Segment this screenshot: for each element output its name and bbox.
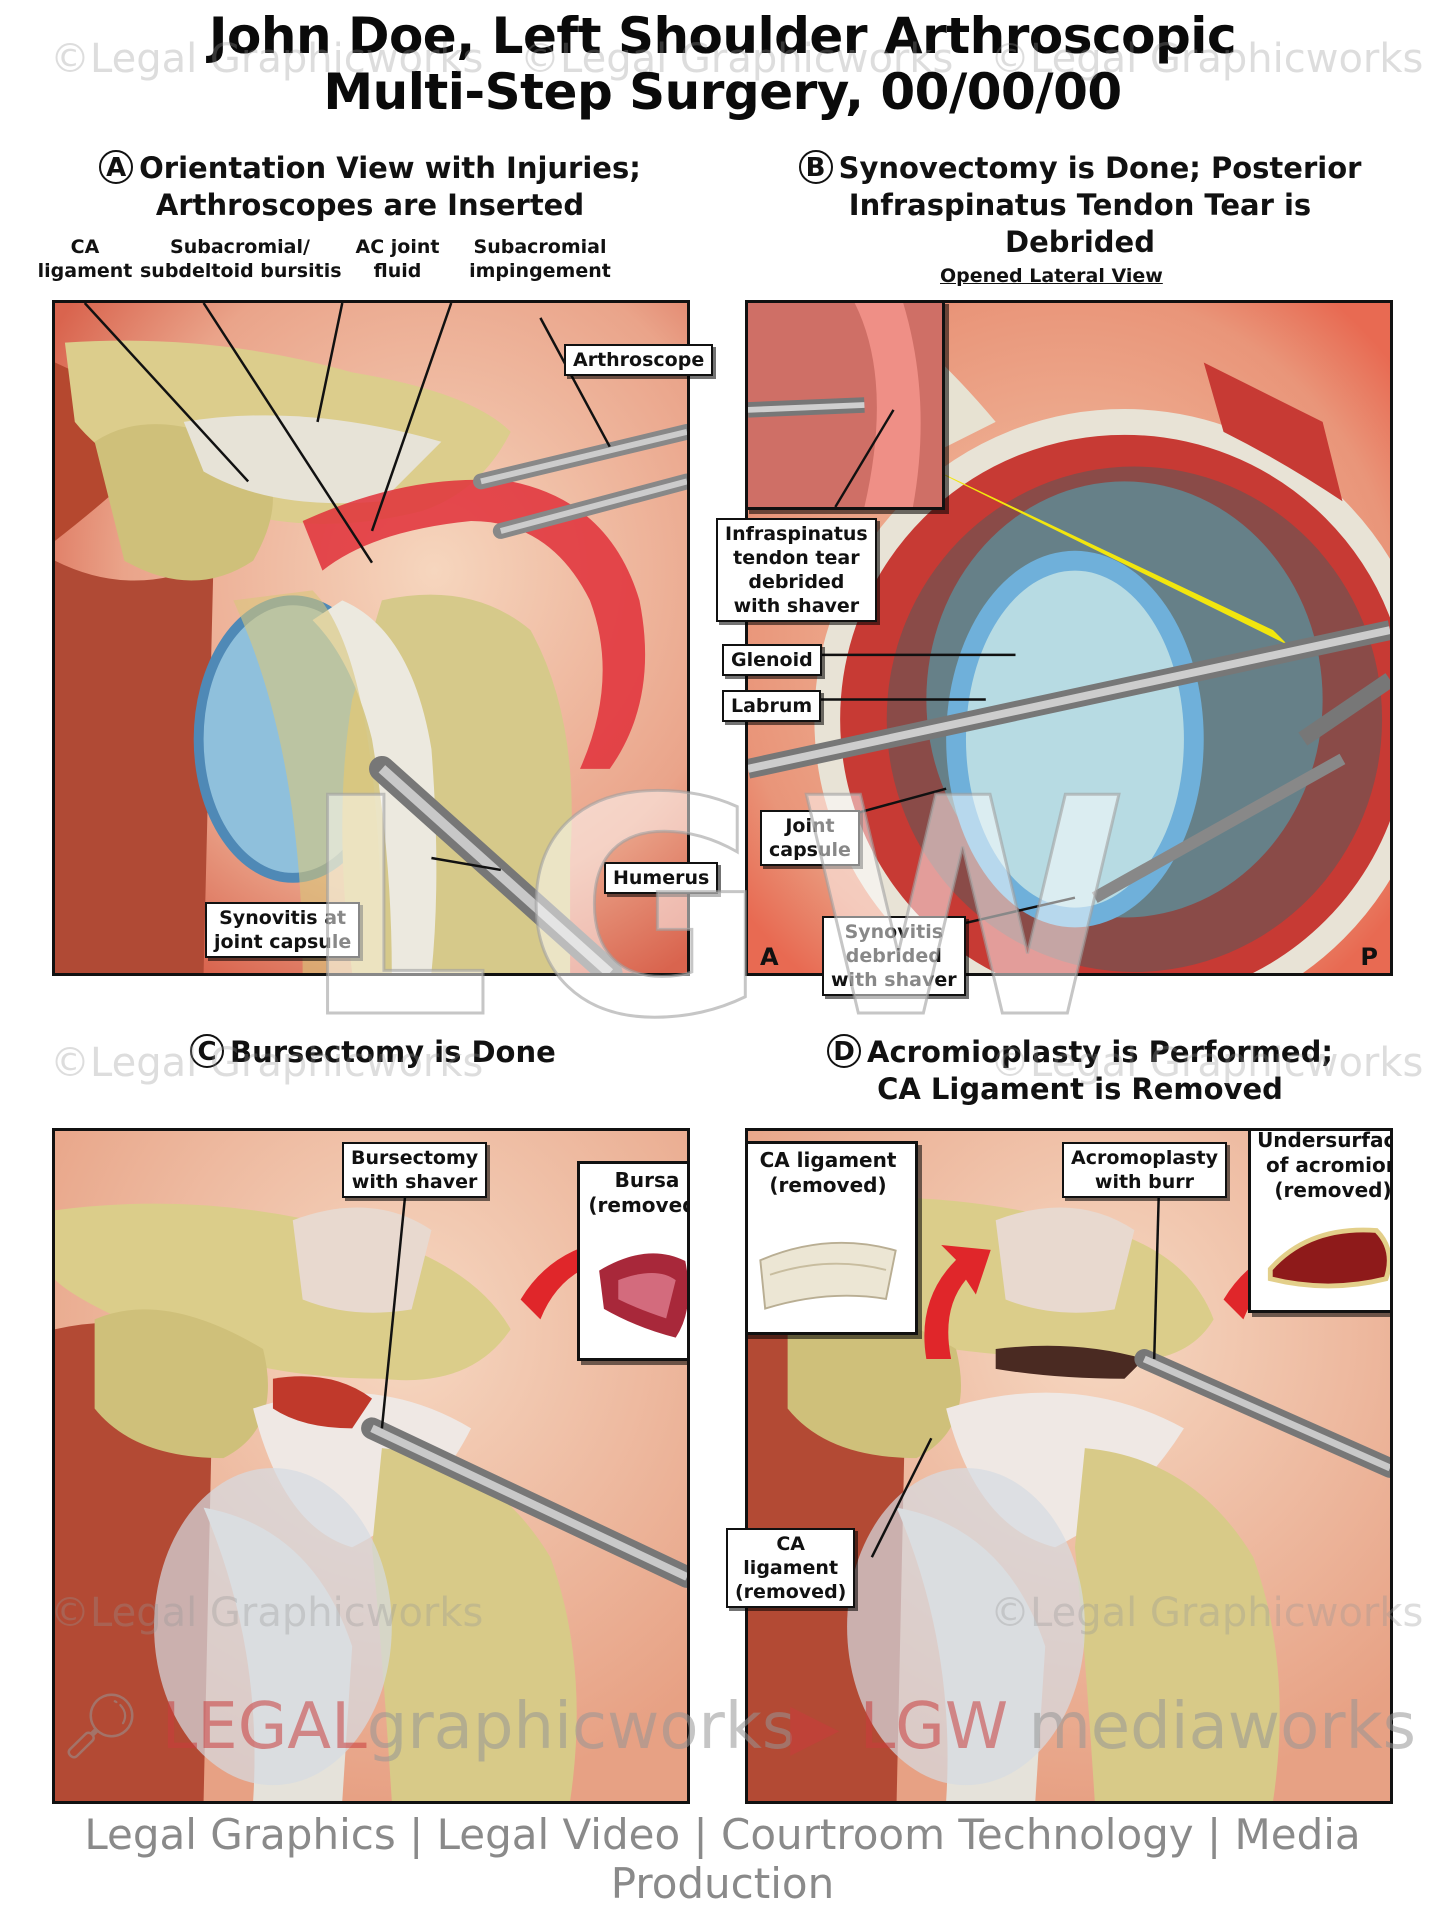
label-humerus: Humerus bbox=[604, 862, 719, 894]
infraspinatus-inset bbox=[748, 303, 945, 510]
label-opened-lateral-view: Opened Lateral View bbox=[940, 265, 1163, 287]
ca-ligament-inset: CA ligament (removed) bbox=[748, 1141, 918, 1335]
panel-b-title-line1: Synovectomy is Done; Posterior bbox=[838, 151, 1362, 185]
panel-b-letter: B bbox=[798, 150, 833, 184]
panel-c-illustration: Bursa (removed) bbox=[52, 1128, 690, 1804]
panel-b-illustration: A P bbox=[745, 300, 1393, 976]
label-joint-capsule: Joint capsule bbox=[760, 810, 860, 866]
panel-c-title-line1: Bursectomy is Done bbox=[230, 1035, 556, 1069]
play-icon: ▶ bbox=[790, 1690, 840, 1764]
panel-a-title-line1: Orientation View with Injuries; bbox=[139, 151, 641, 185]
ca-ligament-tissue-icon bbox=[759, 1241, 897, 1310]
panel-d-title-line2: CA Ligament is Removed bbox=[877, 1072, 1283, 1106]
label-arthroscope: Arthroscope bbox=[564, 344, 714, 376]
panel-d-letter: D bbox=[827, 1034, 862, 1068]
brand-legal-graphicworks: 🔎︎ LEGALgraphicworks bbox=[60, 1690, 796, 1764]
label-ca-ligament-removed-inset: CA ligament (removed) bbox=[759, 1148, 897, 1197]
page-title-line2: Multi-Step Surgery, 00/00/00 bbox=[323, 63, 1122, 121]
panel-d-title-line1: Acromioplasty is Performed; bbox=[867, 1035, 1333, 1069]
panel-b-title-line2: Infraspinatus Tendon Tear is Debrided bbox=[848, 188, 1312, 259]
panel-a-title-line2: Arthroscopes are Inserted bbox=[155, 188, 585, 222]
shoulder-orientation-art bbox=[55, 303, 687, 973]
acromion-inset: Undersurface of acromion (removed) bbox=[1248, 1128, 1393, 1313]
label-ca-ligament: CA ligament bbox=[37, 236, 133, 282]
label-acromoplasty-burr: Acromoplasty with burr bbox=[1062, 1142, 1227, 1198]
bursa-inset: Bursa (removed) bbox=[577, 1161, 687, 1361]
footer-services: Legal Graphics | Legal Video | Courtroom… bbox=[84, 1810, 1361, 1908]
magnifier-icon: 🔎︎ bbox=[60, 1690, 142, 1764]
label-bursectomy-shaver: Bursectomy with shaver bbox=[342, 1142, 488, 1198]
tendon-tear-closeup bbox=[748, 303, 942, 507]
label-infraspinatus-tear: Infraspinatus tendon tear debrided with … bbox=[716, 518, 877, 622]
panel-a-letter: A bbox=[99, 150, 134, 184]
label-bursa-removed: Bursa (removed) bbox=[588, 1168, 687, 1217]
label-synovitis-joint-capsule: Synovitis at joint capsule bbox=[205, 902, 361, 958]
corner-label-posterior: P bbox=[1360, 943, 1378, 971]
label-undersurface-acromion: Undersurface of acromion (removed) bbox=[1257, 1128, 1393, 1202]
label-impingement: Subacromial impingement bbox=[469, 236, 611, 282]
corner-label-anterior: A bbox=[760, 943, 779, 971]
label-bursitis: Subacromial/ subdeltoid bursitis bbox=[140, 236, 342, 282]
label-synovitis-debrided: Synovitis debrided with shaver bbox=[822, 916, 966, 996]
panel-a-illustration bbox=[52, 300, 690, 976]
bursa-tissue-icon bbox=[599, 1253, 687, 1338]
label-glenoid: Glenoid bbox=[722, 644, 822, 676]
label-ca-ligament-removed: CA ligament (removed) bbox=[726, 1528, 856, 1608]
panel-d-illustration: CA ligament (removed) Undersurface of ac… bbox=[745, 1128, 1393, 1804]
brand-lgw-mediaworks: ▶ LGW mediaworks bbox=[790, 1690, 1416, 1764]
label-labrum: Labrum bbox=[722, 690, 822, 722]
acromion-bone-icon bbox=[1267, 1227, 1390, 1289]
panel-c-letter: C bbox=[190, 1034, 224, 1068]
label-ac-joint-fluid: AC joint fluid bbox=[355, 236, 440, 282]
page-title-line1: John Doe, Left Shoulder Arthroscopic bbox=[208, 7, 1237, 65]
